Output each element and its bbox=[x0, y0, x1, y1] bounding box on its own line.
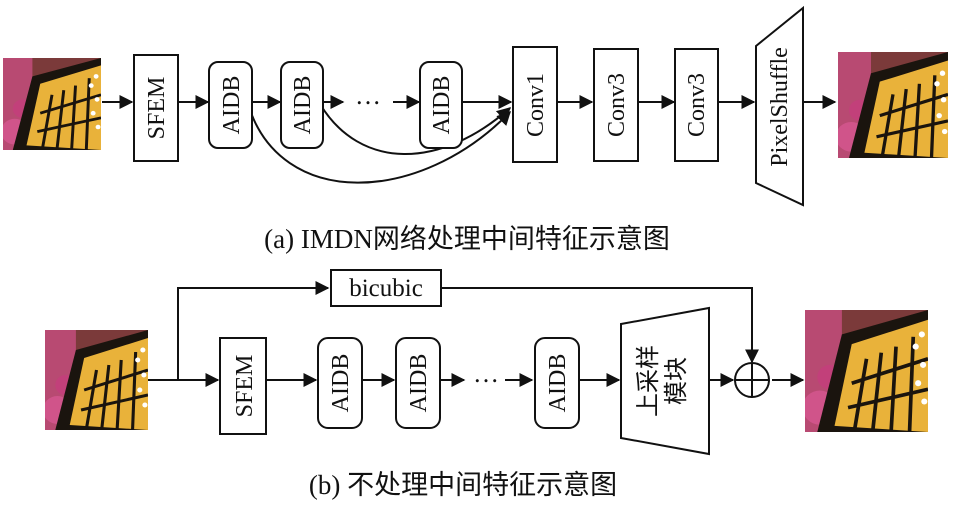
panel-a-conv1-block bbox=[512, 46, 558, 163]
panel-a-aidb-label-2: AIDB bbox=[290, 76, 316, 135]
panel-b-upsample-label-line1: 上采样 bbox=[635, 345, 662, 417]
panel-b-bicubic-label: bicubic bbox=[349, 275, 423, 302]
panel-b-upsample-label-line2: 模块 bbox=[663, 357, 690, 405]
panel-a-aidb-block-2 bbox=[280, 61, 324, 149]
panel-a-conv1-label: Conv1 bbox=[523, 73, 549, 137]
panel-a-sfem-label: SFEM bbox=[144, 77, 170, 140]
arrow-input-to-bicubic bbox=[148, 281, 330, 381]
panel-b-aidb-block-n bbox=[534, 337, 580, 429]
panel-b-aidb-block-2 bbox=[395, 337, 441, 429]
panel-a-conv3-block-2 bbox=[674, 48, 719, 162]
panel-a-aidb-block-1 bbox=[208, 61, 253, 149]
panel-b-aidb-label-2: AIDB bbox=[406, 354, 432, 413]
panel-b-aidb-block-1 bbox=[317, 337, 363, 429]
panel-a-aidb-label-n: AIDB bbox=[429, 76, 455, 135]
panel-b-upsample-block bbox=[620, 306, 710, 456]
panel-a-aidb-block-n bbox=[419, 61, 463, 149]
panel-a-sfem-block bbox=[133, 54, 179, 162]
panel-b-aidb-label-1: AIDB bbox=[328, 354, 354, 413]
panel-b-aidb-label-n: AIDB bbox=[545, 354, 571, 413]
panel-b-caption: (b) 不处理中间特征示意图 bbox=[309, 470, 617, 500]
panel-b-sfem-label: SFEM bbox=[232, 355, 258, 418]
panel-a-conv3-block-1 bbox=[593, 48, 639, 162]
panel-a-pixelshuffle-label: PixelShuffle bbox=[767, 47, 793, 167]
panel-a-conv3-label-2: Conv3 bbox=[684, 73, 710, 137]
skip-curve-aidb2-to-conv1 bbox=[319, 103, 512, 155]
panel-b: bicubic SFEM AIDB AIDB … AIDB 上采样 模块 bbox=[45, 269, 928, 500]
panel-b-ellipsis: … bbox=[473, 359, 499, 388]
skip-curve-aidb1-to-conv1 bbox=[247, 103, 511, 184]
arrow-bicubic-to-sum bbox=[441, 287, 759, 364]
panel-a: SFEM AIDB AIDB … AIDB Conv1 Conv3 Conv3 … bbox=[3, 5, 948, 254]
panel-a-aidb-label-1: AIDB bbox=[219, 76, 245, 135]
panel-b-sfem-block bbox=[219, 337, 267, 435]
panel-a-caption: (a) IMDN网络处理中间特征示意图 bbox=[264, 224, 670, 254]
panel-b-output-image bbox=[805, 310, 928, 432]
panel-b-bicubic-block bbox=[330, 269, 442, 307]
panel-b-input-image bbox=[45, 330, 148, 430]
panel-a-pixelshuffle-block bbox=[755, 5, 804, 207]
panel-a-input-image bbox=[3, 58, 101, 150]
panel-a-conv3-label-1: Conv3 bbox=[604, 73, 630, 137]
panel-a-output-image bbox=[838, 52, 948, 158]
panel-a-ellipsis: … bbox=[355, 81, 381, 110]
sum-icon bbox=[734, 362, 770, 398]
